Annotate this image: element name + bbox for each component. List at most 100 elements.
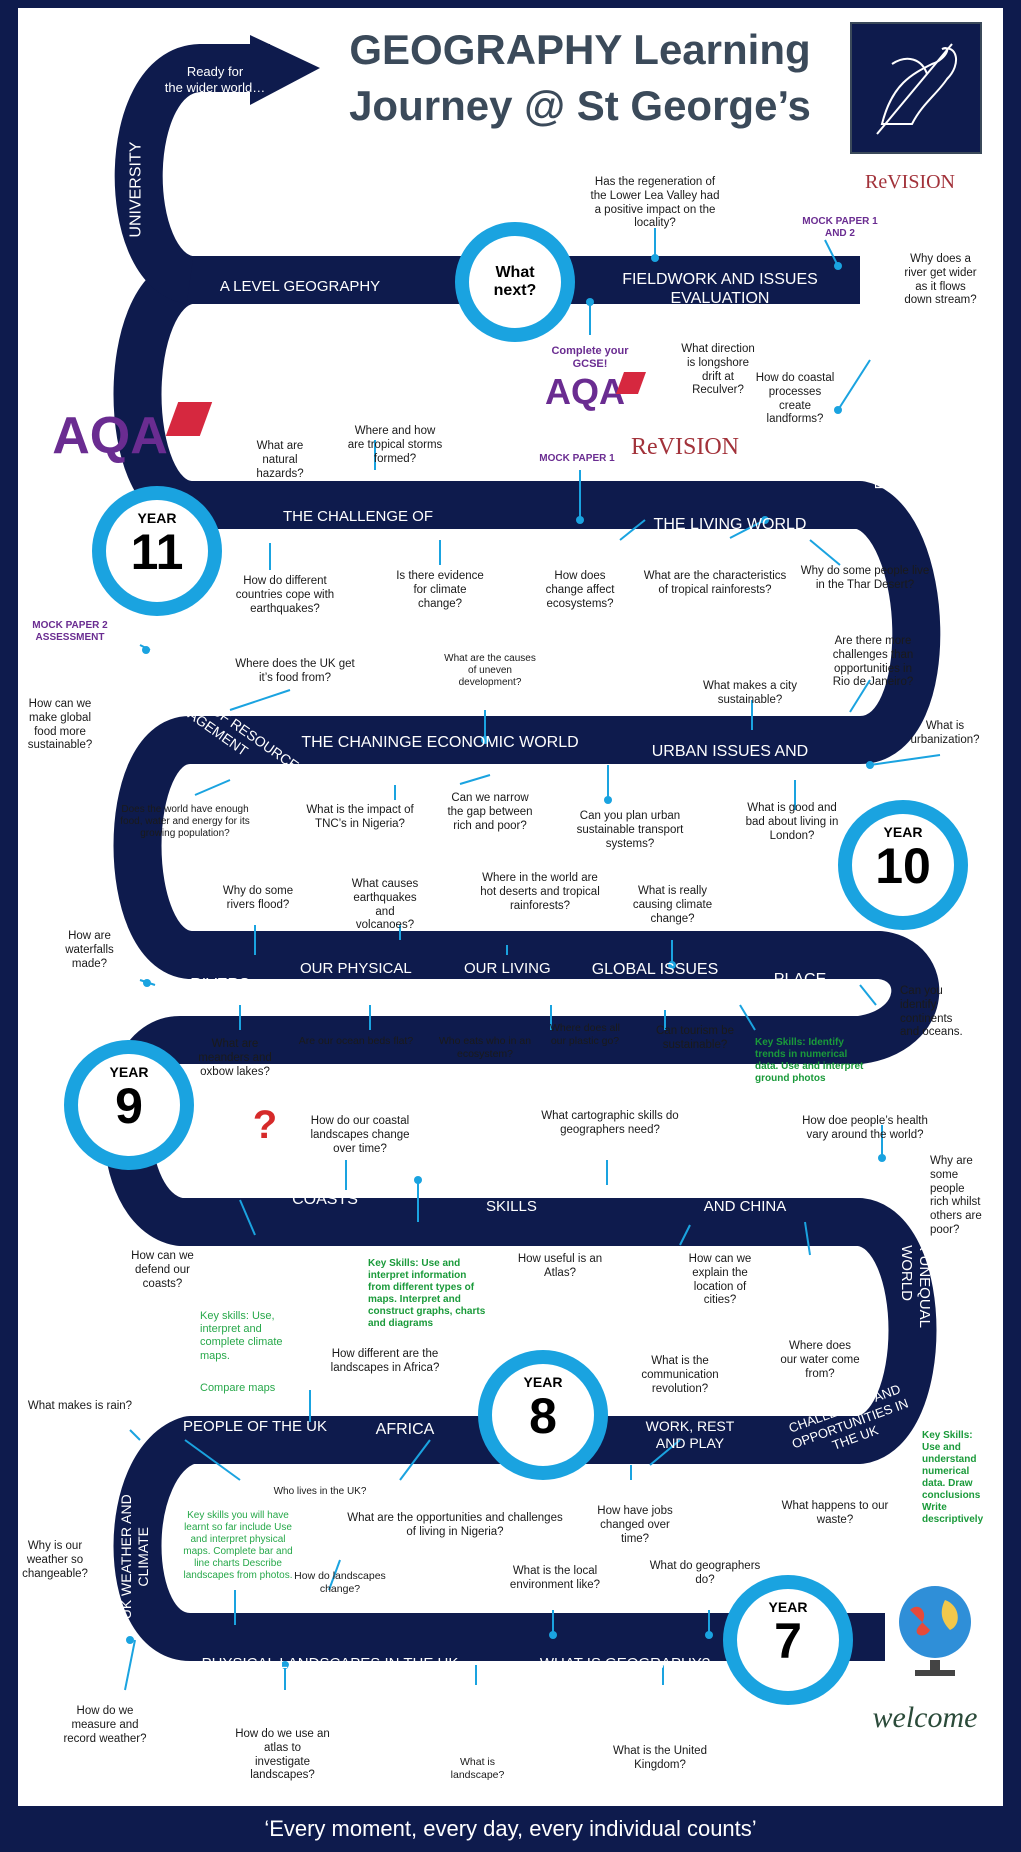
question: Where does the UK get it’s food from?: [235, 658, 355, 684]
year-10-number: 10: [875, 838, 931, 894]
question: Does the world have enough food, water a…: [120, 804, 250, 839]
question: How different are the landscapes in Afri…: [330, 1348, 440, 1374]
question: Has the regeneration of the Lower Lea Va…: [590, 176, 720, 230]
question: What is the United Kingdom?: [613, 1745, 707, 1771]
question: Who lives in the UK?: [273, 1486, 367, 1497]
question: What do geographers do?: [649, 1560, 761, 1586]
topic-urban: URBAN ISSUES AND CHALLENGES: [651, 743, 809, 780]
year-7-number: 7: [774, 1613, 802, 1669]
question: What makes is rain?: [27, 1400, 133, 1412]
year-9-badge: YEAR 9: [64, 1040, 194, 1170]
what-next-line-2: next?: [493, 282, 537, 299]
question: Where and how are tropical storms formed…: [347, 425, 443, 465]
question: How do we use an atlas to investigate la…: [235, 1728, 330, 1782]
question: How do we measure and record weather?: [63, 1705, 147, 1745]
topic-natural-hazards: THE CHALLENGE OF NATURAL HAZARDS: [282, 508, 434, 543]
arrow-caption: Ready for the wider world…: [150, 64, 280, 95]
question: Are our ocean beds flat?: [298, 1035, 414, 1047]
year-9-number: 9: [115, 1078, 143, 1134]
question: Where does all our plastic go?: [549, 1022, 621, 1047]
topic-work-rest-play: WORK, REST AND PLAY: [645, 1418, 735, 1451]
topic-living-world: THE LIVING WORLD: [653, 516, 807, 533]
question: Can you identify continents and oceans.: [900, 985, 963, 1039]
topic-africa: AFRICA: [375, 1421, 435, 1438]
year-8-label: YEAR: [523, 1374, 563, 1390]
question: Is there evidence for climate change?: [396, 570, 484, 610]
question: What is the local environment like?: [509, 1565, 601, 1591]
topic-physical-landscapes-uk: PYSICAL LANDSCAPES OF THE UK: [872, 296, 907, 490]
footer-motto: ‘Every moment, every day, every individu…: [264, 1816, 757, 1841]
topic-what-is-geography: WHAT IS GEOGRAPHY?: [539, 1655, 711, 1672]
mock-paper-1-and-2: MOCK PAPER 1 AND 2: [802, 216, 878, 239]
question: How have jobs changed over time?: [597, 1505, 673, 1545]
arrow-line-2: the wider world…: [164, 79, 266, 95]
year-10-label: YEAR: [883, 824, 923, 840]
question: Who eats who in an ecosystem?: [438, 1035, 532, 1060]
question: What is the impact of TNC’s in Nigeria?: [306, 804, 414, 830]
question: How do our coastal landscapes change ove…: [310, 1115, 410, 1155]
year-7-badge: YEAR 7: [723, 1575, 853, 1705]
school-crest-icon: [850, 22, 982, 154]
question: How can we explain the location of citie…: [688, 1253, 752, 1307]
question: What are natural hazards?: [256, 440, 304, 480]
globe-icon: [890, 1580, 980, 1680]
question: What are meanders and oxbow lakes?: [198, 1038, 272, 1078]
topic-coasts: COASTS: [292, 1191, 358, 1208]
question: What is urbanization?: [910, 720, 980, 746]
question: What is really causing climate change?: [632, 885, 713, 925]
key-skills-year-9: Key Skills: Identify trends in numerical…: [755, 1037, 864, 1084]
arrow-line-1: Ready for: [186, 64, 244, 79]
year-11-label: YEAR: [137, 510, 177, 526]
question: How are waterfalls made?: [65, 930, 114, 970]
question: Why does a river get wider as it flows d…: [904, 253, 977, 307]
year-11-badge: YEAR 11: [92, 486, 222, 616]
question: How do coastal processes create landform…: [755, 372, 835, 426]
topic-economic-world: THE CHANINGE ECONOMIC WORLD: [301, 734, 579, 751]
question: What makes a city sustainable?: [703, 680, 797, 706]
topic-unequal-world: OUR UNEQUAL WORLD: [898, 1217, 933, 1329]
revision-logo-top: ReVISION: [865, 171, 955, 193]
mock-paper-2: MOCK PAPER 2 ASSESSMENT: [32, 620, 108, 643]
complete-gcse: Complete your GCSE!: [551, 345, 629, 371]
page-title: GEOGRAPHY Learning Journey @ St George’s: [300, 22, 860, 134]
topic-place: PLACE: [773, 971, 827, 988]
question: What is landscape?: [450, 1756, 505, 1781]
question: What is good and bad about living in Lon…: [745, 802, 839, 842]
title-line-1: GEOGRAPHY Learning: [349, 26, 811, 73]
year-11-number: 11: [130, 524, 184, 580]
a-level-label: A LEVEL GEOGRAPHY: [219, 278, 381, 295]
question: Are there more challenges than opportuni…: [832, 635, 914, 689]
question-person-icon: ?: [252, 1103, 278, 1147]
question: How do different countries cope with ear…: [235, 575, 335, 615]
key-skills-year-8-right: Key Skills: Use and understand numerical…: [922, 1430, 984, 1525]
year-9-label: YEAR: [109, 1064, 149, 1080]
topic-our-physical-world: OUR PHYSICAL WORLD: [300, 960, 412, 995]
question: What cartographic skills do geographers …: [541, 1110, 679, 1136]
question: Why do some rivers flood?: [222, 885, 294, 911]
question: Why do some people live in the Thar Dese…: [800, 565, 930, 591]
question: Can you plan urban sustainable transport…: [576, 810, 684, 850]
question: Where does our water come from?: [780, 1340, 860, 1380]
question: How do landscapes change?: [294, 1570, 386, 1595]
topic-global-issues: GLOBAL ISSUES: [591, 961, 719, 978]
aqa-logo-large: AQA: [52, 407, 168, 465]
year-8-badge: YEAR 8: [478, 1350, 608, 1480]
question: Where in the world are hot deserts and t…: [480, 872, 600, 912]
question: Why are some people rich whilst others a…: [930, 1155, 982, 1236]
question: Can tourism be sustainable?: [656, 1025, 734, 1051]
revision-logo-mid: ReVISION: [631, 434, 739, 460]
key-skills-year-8-left: Key skills: Use, interpret and complete …: [200, 1310, 283, 1362]
university-label: UNIVERSITY: [127, 141, 145, 238]
question: What happens to our waste?: [781, 1500, 889, 1526]
year-7-label: YEAR: [768, 1599, 808, 1615]
question: How does change affect ecosystems?: [545, 570, 615, 610]
arrow-head: [250, 35, 320, 105]
topic-geographical-skills: GEOGRAPHICAL SKILLS: [486, 1180, 606, 1215]
topic-people-uk: PEOPLE OF THE UK: [183, 1418, 327, 1435]
topic-physical-landscapes-in-uk: PHYSICAL LANDSCAPES IN THE UK: [201, 1655, 459, 1672]
mock-paper-1: MOCK PAPER 1: [539, 453, 615, 464]
topic-fieldwork: FIELDWORK AND ISSUES EVALUATION: [622, 271, 818, 308]
key-skills-year-8: Key Skills: Use and interpret informatio…: [368, 1258, 486, 1329]
question: How doe people’s health vary around the …: [802, 1115, 928, 1141]
